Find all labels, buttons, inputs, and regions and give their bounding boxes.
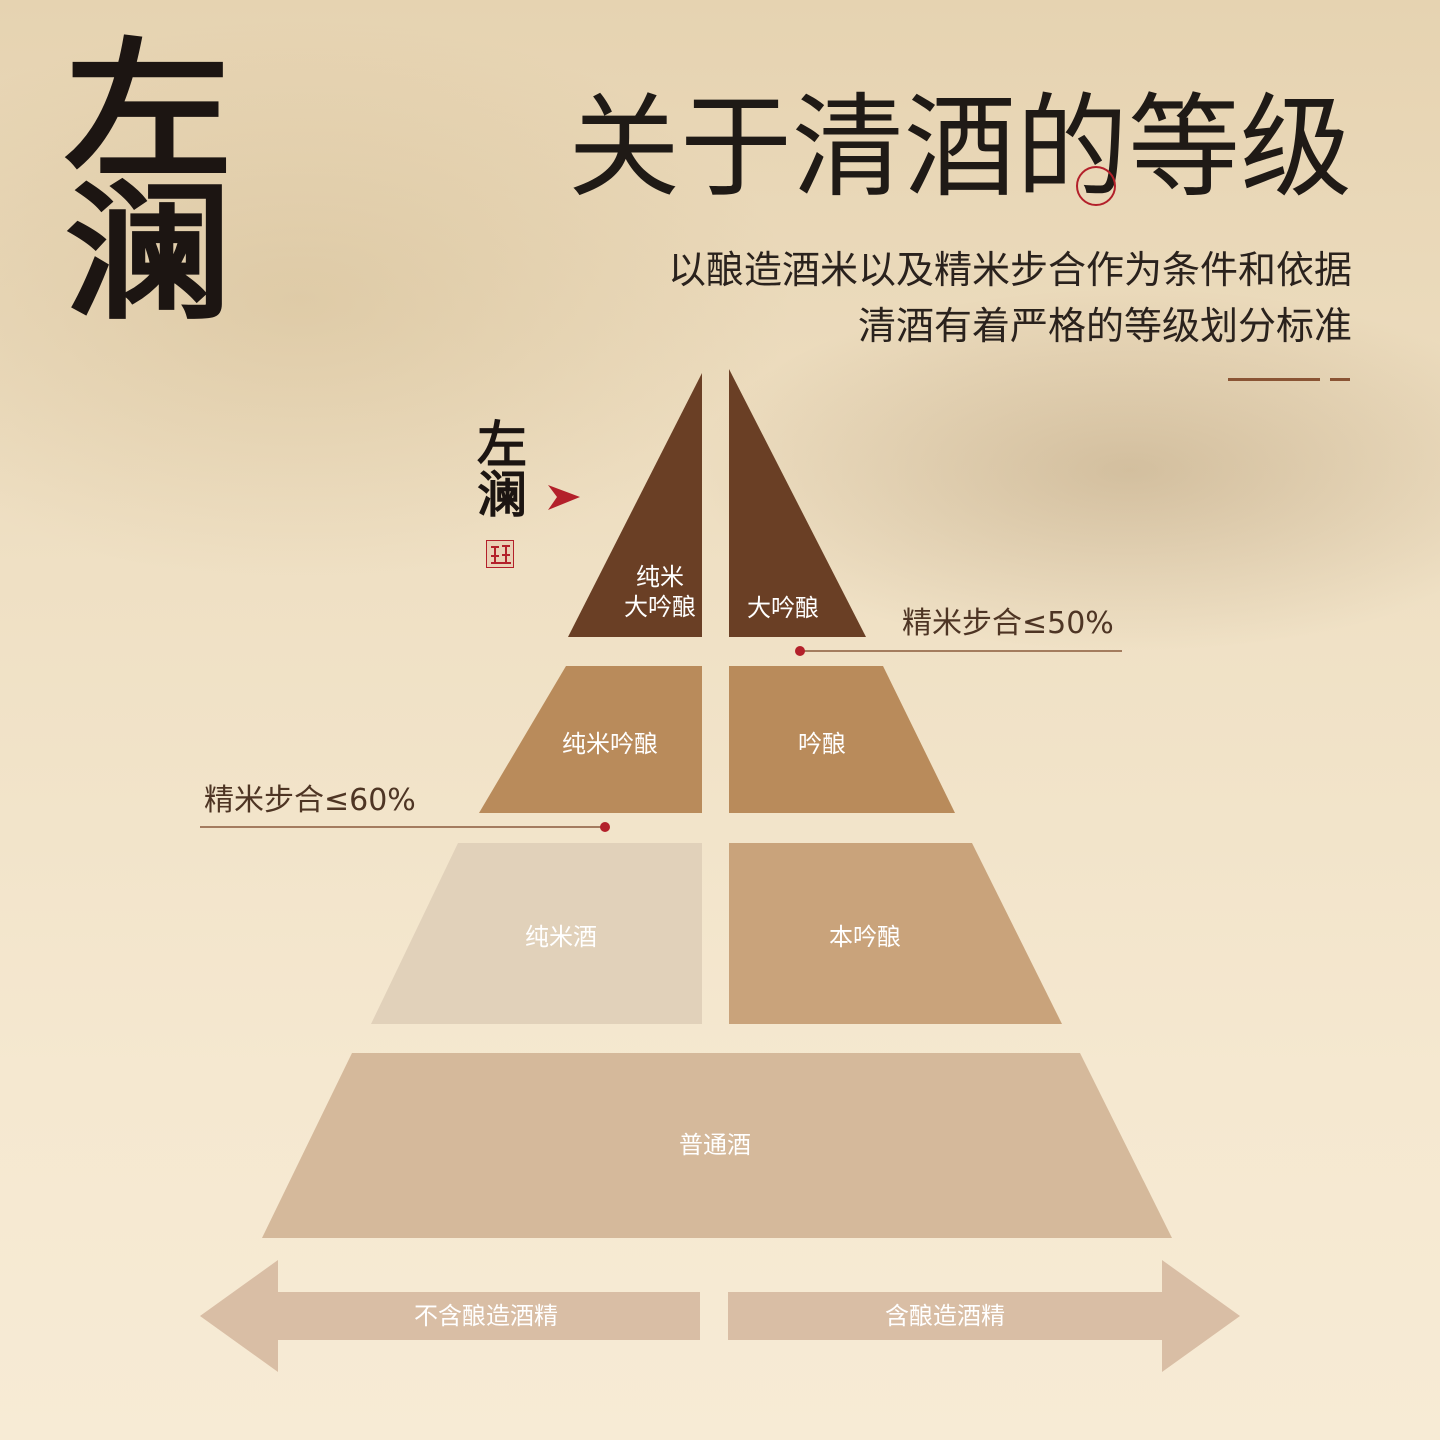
tier2-left-label: 纯米吟酿 (562, 730, 658, 758)
tier1-left-label-line2: 大吟酿 (624, 593, 696, 621)
red-seal-icon (486, 540, 514, 568)
tier2-right-label: 吟酿 (798, 730, 846, 758)
subtitle-line-1: 以酿造酒米以及精米步合作为条件和依据 (667, 248, 1352, 292)
tier1-right-shape (729, 369, 866, 637)
subtitle-line-2: 清酒有着严格的等级划分标准 (857, 304, 1352, 348)
tier3-right-label: 本吟酿 (829, 923, 901, 951)
polish-ratio-50-label: 精米步合≤50% (902, 606, 1114, 641)
decorative-line (1228, 378, 1320, 381)
base-tier-label: 普通酒 (679, 1131, 751, 1159)
tier1-left-label: 纯米 大吟酿 (624, 562, 696, 622)
arrow-left-label: 不含酿造酒精 (414, 1302, 558, 1330)
mini-brand-char-2: 澜 (477, 465, 527, 524)
arrow-right-label: 含酿造酒精 (885, 1302, 1005, 1330)
tier1-right-label: 大吟酿 (747, 594, 819, 622)
base-tier-shape (262, 1053, 1172, 1238)
red-circle-mark (1076, 166, 1116, 206)
tier2-left-shape (479, 666, 702, 813)
tier1-left-label-line1: 纯米 (636, 563, 684, 591)
tier3-left-label: 纯米酒 (525, 923, 597, 951)
marker-50-dot (795, 646, 805, 656)
tier3-left-shape (371, 843, 702, 1024)
brand-logo: 左 澜 (36, 23, 260, 341)
mini-brand-char-1: 左 (477, 415, 527, 474)
tier1-left-shape (568, 373, 702, 637)
brand-char-2: 澜 (63, 165, 232, 341)
marker-60-dot (600, 822, 610, 832)
mini-brand-logo: 左 澜 (462, 420, 542, 520)
tier2-right-shape (729, 666, 955, 813)
page-title: 关于清酒的等级 (568, 83, 1352, 213)
right-arrow-shape (728, 1260, 1240, 1372)
left-arrow-shape (200, 1260, 700, 1372)
triangle-pointer-icon (548, 485, 580, 510)
decorative-line-short (1330, 378, 1350, 381)
tier3-right-shape (729, 843, 1062, 1024)
brand-char-1: 左 (63, 23, 232, 199)
polish-ratio-60-label: 精米步合≤60% (204, 783, 416, 818)
